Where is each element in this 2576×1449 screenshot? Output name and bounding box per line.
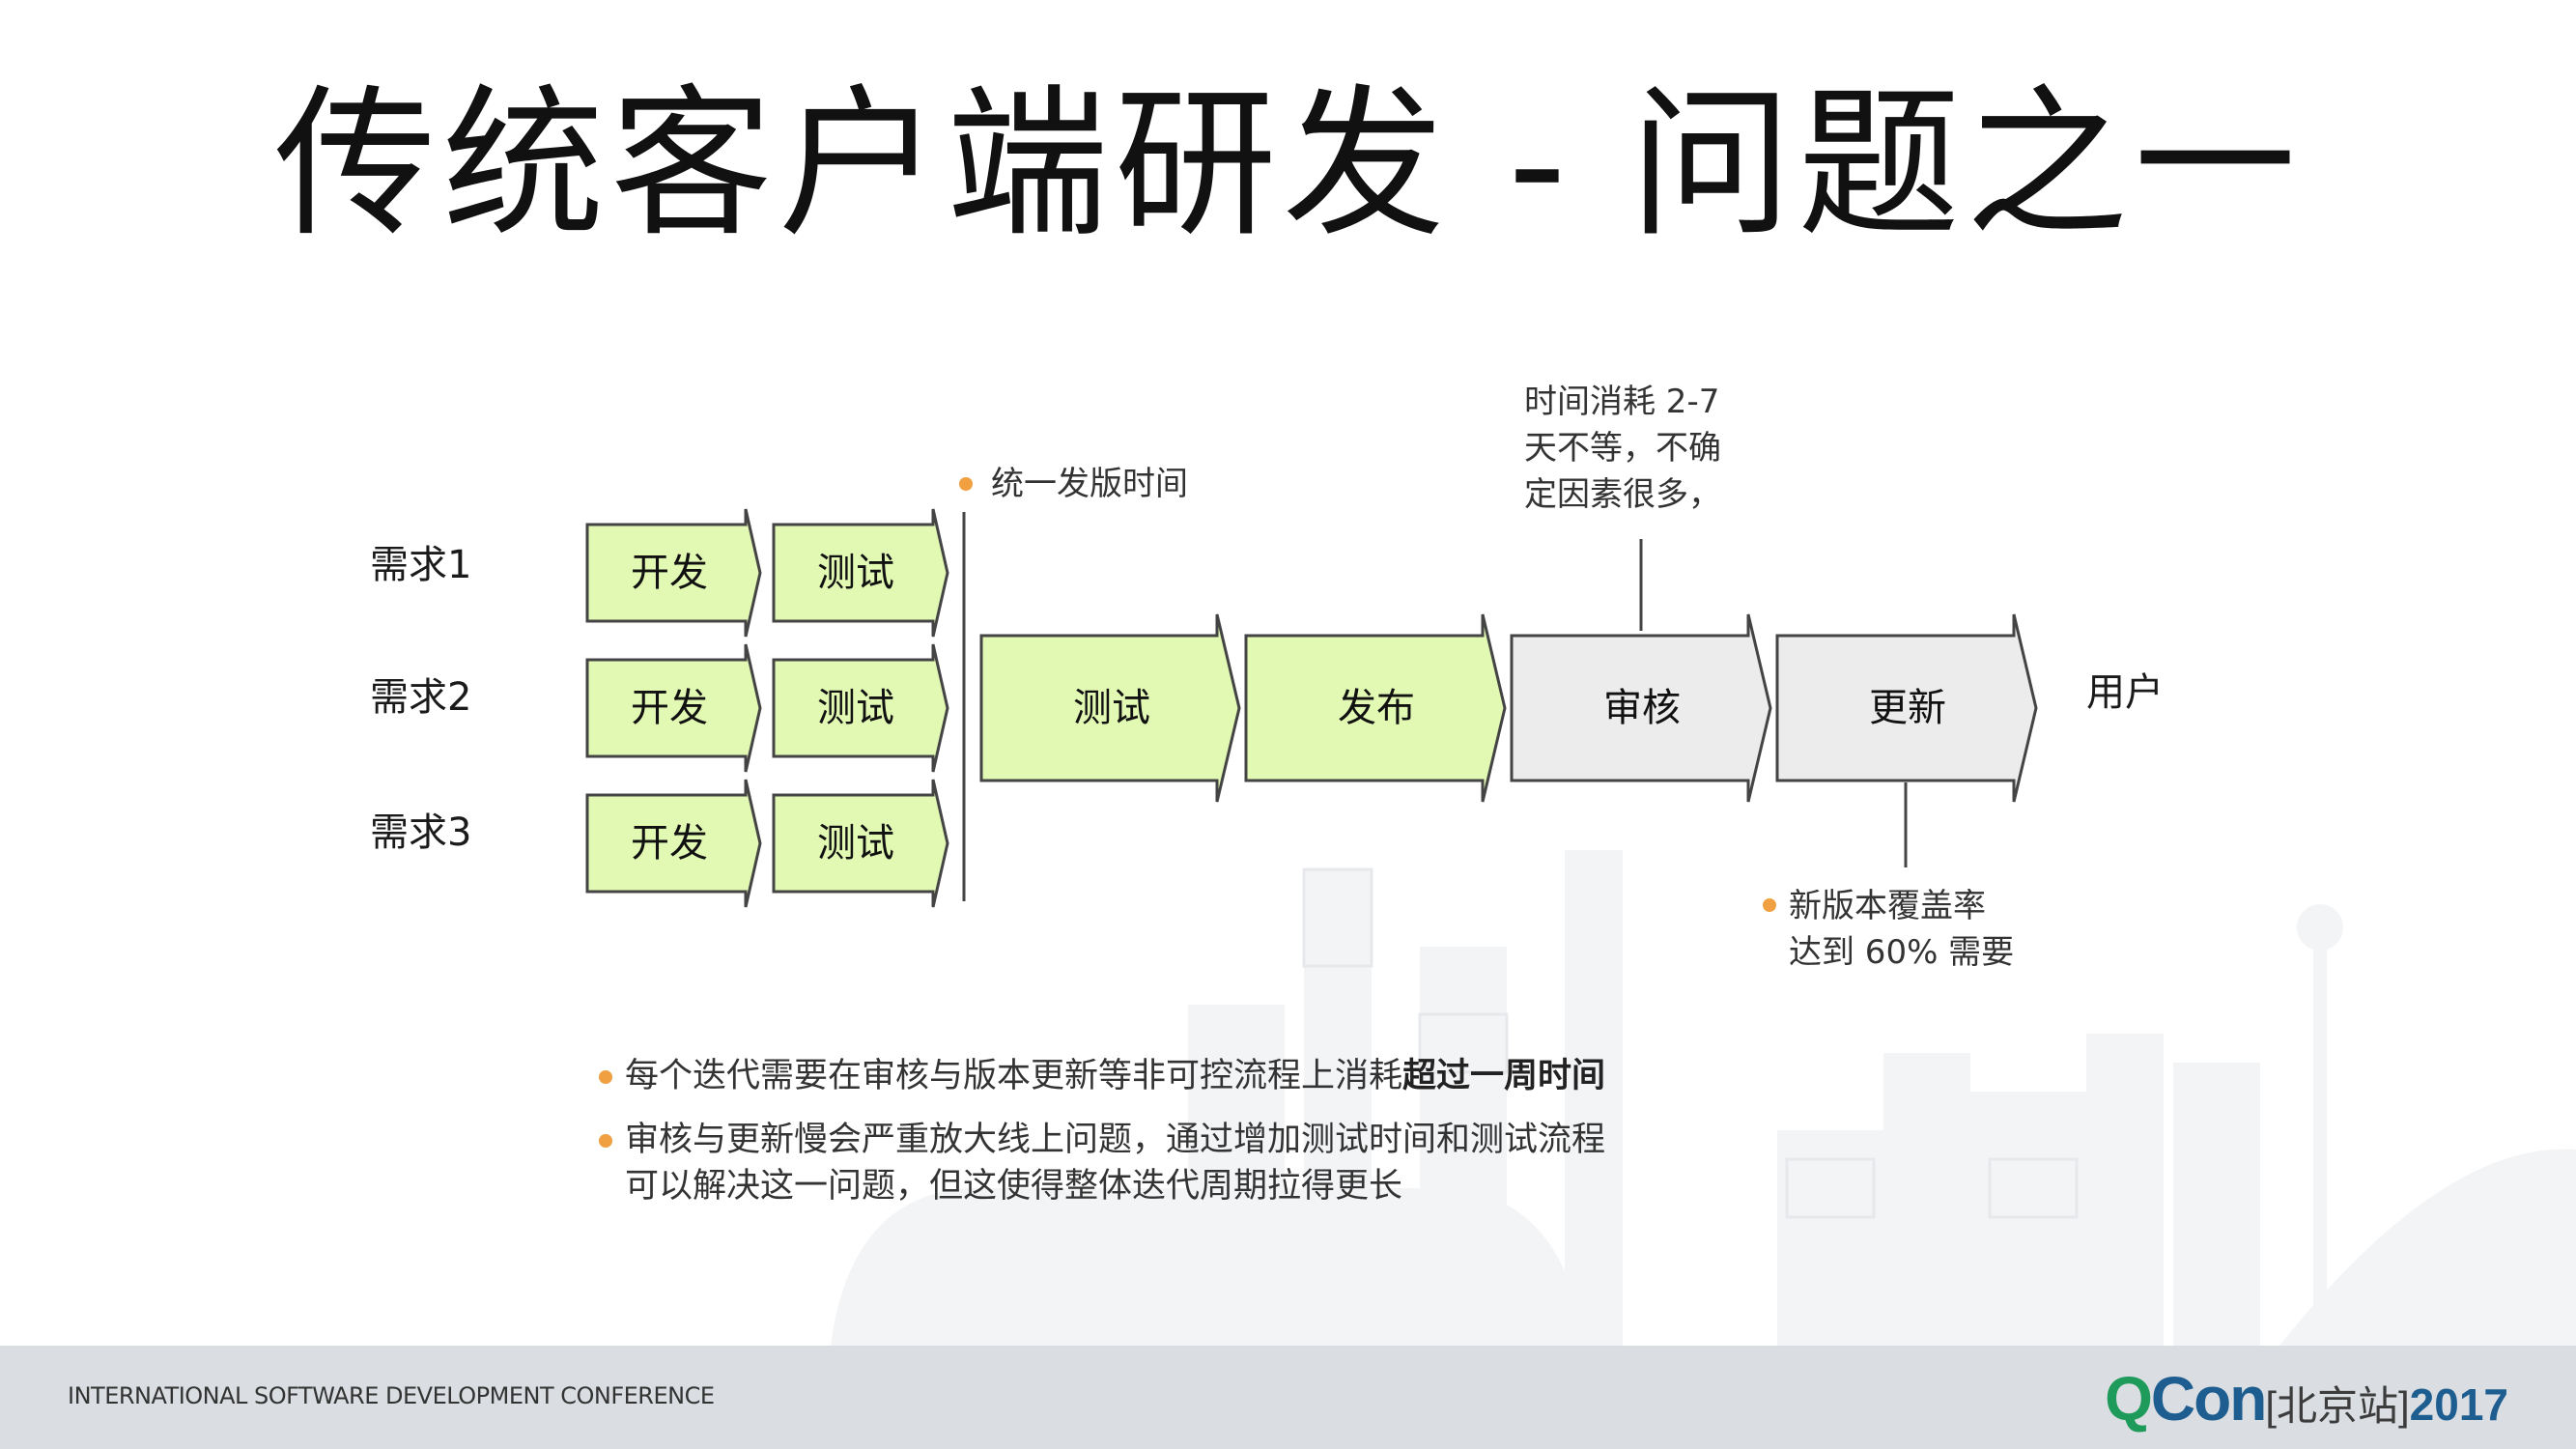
coverage-line-2: 达到 60% 需要 <box>1789 929 2014 976</box>
req1-test-label: 测试 <box>774 549 938 597</box>
logo-city: [北京站] <box>2265 1383 2409 1429</box>
review-time-line-1: 时间消耗 2-7 <box>1524 379 1721 425</box>
review-time-line-2: 天不等，不确 <box>1524 425 1721 471</box>
requirement-3-label: 需求3 <box>370 809 471 857</box>
conference-name: INTERNATIONAL SOFTWARE DEVELOPMENT CONFE… <box>68 1380 715 1411</box>
pipeline-update-label: 更新 <box>1777 684 2038 732</box>
user-label: 用户 <box>2086 668 2164 717</box>
logo-year: 2017 <box>2410 1379 2508 1430</box>
requirement-1-label: 需求1 <box>370 541 471 589</box>
coverage-line-1: 新版本覆盖率 <box>1789 883 2014 929</box>
req3-dev-label: 开发 <box>587 819 751 867</box>
unified-release-note: 统一发版时间 <box>991 461 1188 507</box>
bullet-1-text: 每个迭代需要在审核与版本更新等非可控流程上消耗 <box>625 1057 1402 1095</box>
req2-test-label: 测试 <box>774 684 938 732</box>
release-note-dot <box>959 477 973 491</box>
review-time-note: 时间消耗 2-7 天不等，不确 定因素很多， <box>1524 379 1721 518</box>
bullet-2-dot <box>599 1134 612 1148</box>
bullet-1: 每个迭代需要在审核与版本更新等非可控流程上消耗超过一周时间 <box>625 1053 1605 1099</box>
logo-q: Q <box>2105 1364 2151 1434</box>
req3-test-label: 测试 <box>774 819 938 867</box>
coverage-note: 新版本覆盖率 达到 60% 需要 <box>1789 883 2014 976</box>
req1-dev-label: 开发 <box>587 549 751 597</box>
bullet-2-line-2: 可以解决这一问题，但这使得整体迭代周期拉得更长 <box>625 1163 1605 1209</box>
req2-dev-label: 开发 <box>587 684 751 732</box>
requirement-2-label: 需求2 <box>370 673 471 722</box>
footer-bar: INTERNATIONAL SOFTWARE DEVELOPMENT CONFE… <box>0 1346 2576 1449</box>
pipeline-review-label: 审核 <box>1512 684 1772 732</box>
pipeline-release-label: 发布 <box>1246 684 1507 732</box>
bullet-1-emphasis: 超过一周时间 <box>1402 1057 1605 1095</box>
logo-con: Con <box>2151 1364 2265 1434</box>
qcon-logo: QCon[北京站]2017 <box>2105 1363 2508 1431</box>
review-time-line-3: 定因素很多， <box>1524 471 1721 518</box>
bullet-2-line-1: 审核与更新慢会严重放大线上问题，通过增加测试时间和测试流程 <box>625 1117 1605 1163</box>
bullet-2: 审核与更新慢会严重放大线上问题，通过增加测试时间和测试流程 可以解决这一问题，但… <box>625 1117 1605 1209</box>
coverage-note-dot <box>1763 898 1776 912</box>
bullet-1-dot <box>599 1070 612 1084</box>
pipeline-test-label: 测试 <box>981 684 1242 732</box>
